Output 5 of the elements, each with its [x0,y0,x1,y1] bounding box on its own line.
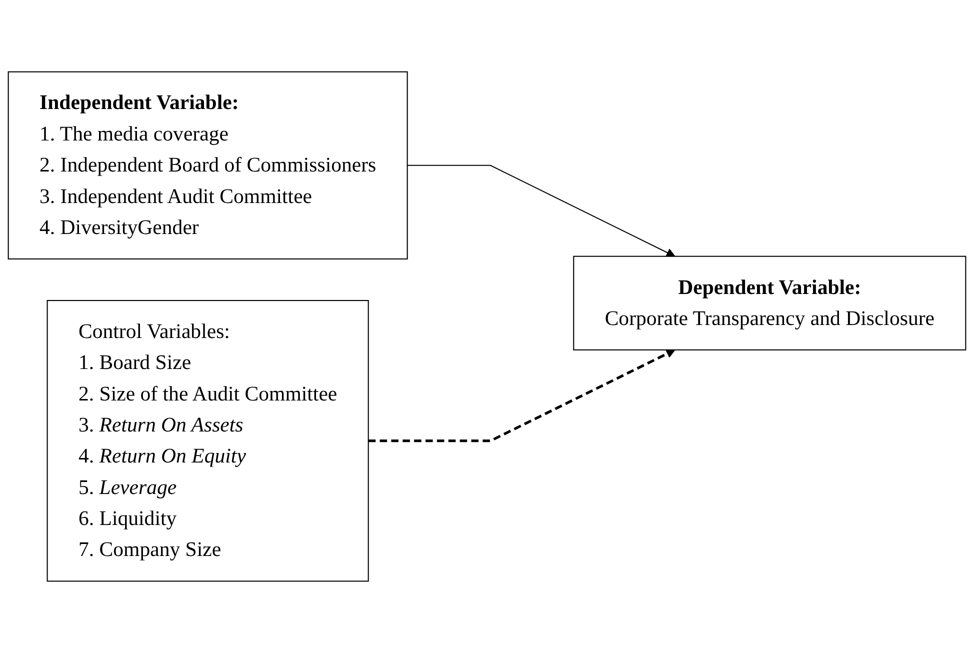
arrow [407,164,676,257]
node-box: Independent Variable: 1. The media coverage 2. Independent Board of Commissioners 3. Independent Audit Committee 4. DiversityGender [8,71,408,260]
node-box: Control Variables: 1. Board Size 2. Size of the Audit Committee 3. Return On Assets 4. Return On Equity 5. Leverage 6. Liquidity 7. Company Size [46,300,369,582]
arrow [368,349,676,442]
node-box: Dependent Variable: Corporate Transparency and Disclosure [573,256,966,350]
